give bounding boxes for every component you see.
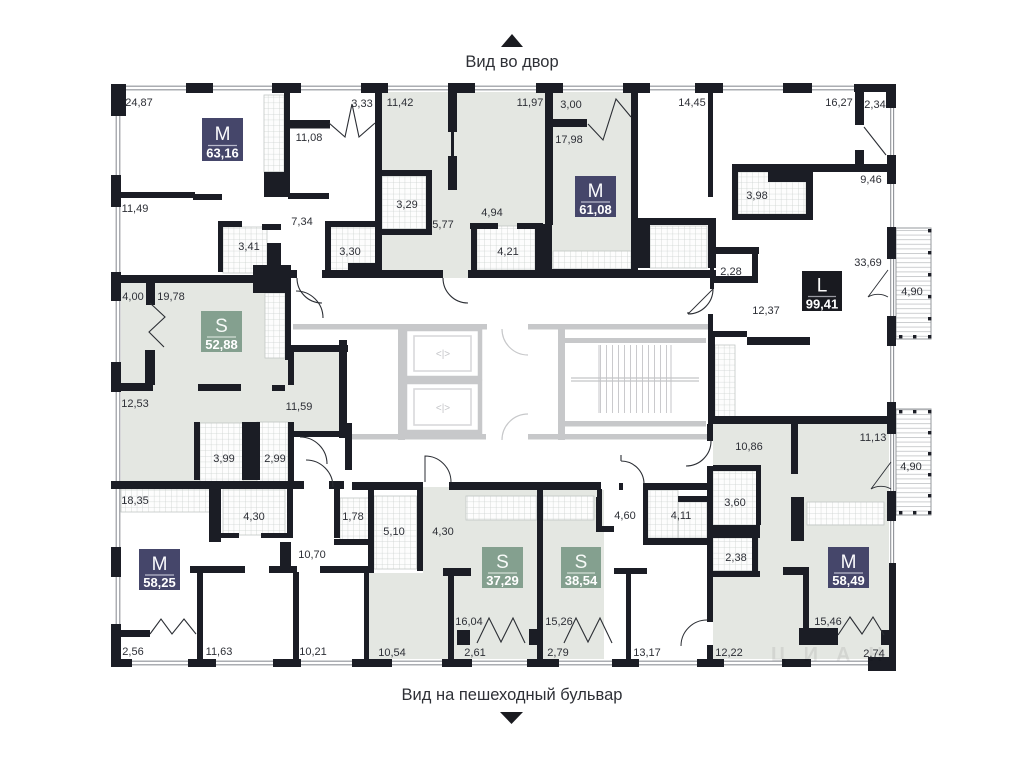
svg-text:33,69: 33,69: [854, 257, 882, 269]
svg-text:3,41: 3,41: [238, 241, 259, 253]
svg-text:4,90: 4,90: [900, 461, 921, 473]
svg-text:11,59: 11,59: [286, 401, 313, 413]
svg-text:3,98: 3,98: [746, 190, 767, 202]
svg-text:2,38: 2,38: [725, 552, 746, 564]
svg-text:3,30: 3,30: [339, 246, 360, 258]
svg-text:16,04: 16,04: [455, 616, 483, 628]
svg-text:2,56: 2,56: [122, 646, 143, 658]
svg-text:Вид на пешеходный бульвар: Вид на пешеходный бульвар: [402, 686, 623, 704]
svg-text:13,17: 13,17: [633, 647, 661, 659]
svg-text:24,87: 24,87: [125, 97, 153, 109]
svg-text:5,77: 5,77: [432, 219, 453, 231]
svg-text:11,08: 11,08: [296, 132, 323, 144]
svg-text:52,88: 52,88: [205, 337, 238, 352]
svg-text:18,35: 18,35: [121, 495, 149, 507]
svg-text:M: M: [215, 124, 231, 145]
svg-text:4,21: 4,21: [497, 246, 518, 258]
svg-text:L: L: [817, 276, 828, 297]
svg-text:4,94: 4,94: [481, 207, 502, 219]
svg-text:2,79: 2,79: [547, 647, 568, 659]
svg-text:12,22: 12,22: [715, 647, 743, 659]
svg-text:1,78: 1,78: [342, 511, 363, 523]
svg-text:12,37: 12,37: [752, 305, 780, 317]
svg-text:4,00: 4,00: [122, 291, 143, 303]
svg-text:58,25: 58,25: [143, 575, 176, 590]
svg-text:7,34: 7,34: [291, 216, 312, 228]
svg-text:11,63: 11,63: [206, 646, 233, 658]
svg-text:16,27: 16,27: [825, 97, 853, 109]
svg-text:5,10: 5,10: [383, 526, 404, 538]
svg-text:2,28: 2,28: [720, 266, 741, 278]
svg-text:15,26: 15,26: [545, 616, 573, 628]
svg-text:58,49: 58,49: [832, 573, 865, 588]
svg-text:99,41: 99,41: [806, 297, 839, 312]
svg-text:4,30: 4,30: [243, 511, 264, 523]
svg-text:11,97: 11,97: [517, 97, 544, 109]
svg-text:61,08: 61,08: [579, 202, 612, 217]
svg-text:17,98: 17,98: [555, 134, 583, 146]
svg-text:19,78: 19,78: [157, 291, 185, 303]
svg-text:2,74: 2,74: [863, 648, 884, 660]
svg-text:<|>: <|>: [436, 349, 450, 360]
svg-text:14,45: 14,45: [678, 97, 706, 109]
svg-text:3,60: 3,60: [724, 497, 745, 509]
svg-text:4,30: 4,30: [432, 526, 453, 538]
svg-text:4,11: 4,11: [671, 510, 692, 522]
svg-text:S: S: [496, 552, 509, 573]
svg-text:9,46: 9,46: [860, 174, 881, 186]
svg-text:11,42: 11,42: [387, 97, 414, 109]
svg-text:38,54: 38,54: [565, 573, 598, 588]
svg-text:2,99: 2,99: [264, 453, 285, 465]
svg-text:M: M: [588, 181, 604, 202]
svg-text:ЦИАН: ЦИАН: [771, 644, 901, 666]
svg-text:M: M: [152, 554, 168, 575]
svg-text:4,60: 4,60: [614, 510, 635, 522]
svg-text:10,86: 10,86: [735, 441, 763, 453]
svg-text:S: S: [575, 552, 588, 573]
svg-text:37,29: 37,29: [486, 573, 519, 588]
svg-text:4,90: 4,90: [901, 286, 922, 298]
svg-text:10,54: 10,54: [378, 647, 406, 659]
svg-text:63,16: 63,16: [206, 146, 239, 161]
svg-text:M: M: [841, 552, 857, 573]
svg-text:3,33: 3,33: [351, 98, 372, 110]
svg-text:10,70: 10,70: [298, 549, 326, 561]
svg-text:3,29: 3,29: [396, 199, 417, 211]
svg-text:3,00: 3,00: [560, 99, 581, 111]
svg-text:12,53: 12,53: [121, 398, 149, 410]
svg-text:S: S: [215, 316, 228, 337]
svg-text:Вид во двор: Вид во двор: [465, 53, 558, 71]
svg-text:3,99: 3,99: [213, 453, 234, 465]
svg-text:2,34: 2,34: [864, 99, 885, 111]
svg-text:11,49: 11,49: [122, 203, 149, 215]
svg-text:11,13: 11,13: [860, 432, 887, 444]
svg-text:2,61: 2,61: [464, 647, 485, 659]
svg-text:<|>: <|>: [436, 403, 450, 414]
svg-text:10,21: 10,21: [299, 646, 327, 658]
svg-text:15,46: 15,46: [814, 616, 842, 628]
